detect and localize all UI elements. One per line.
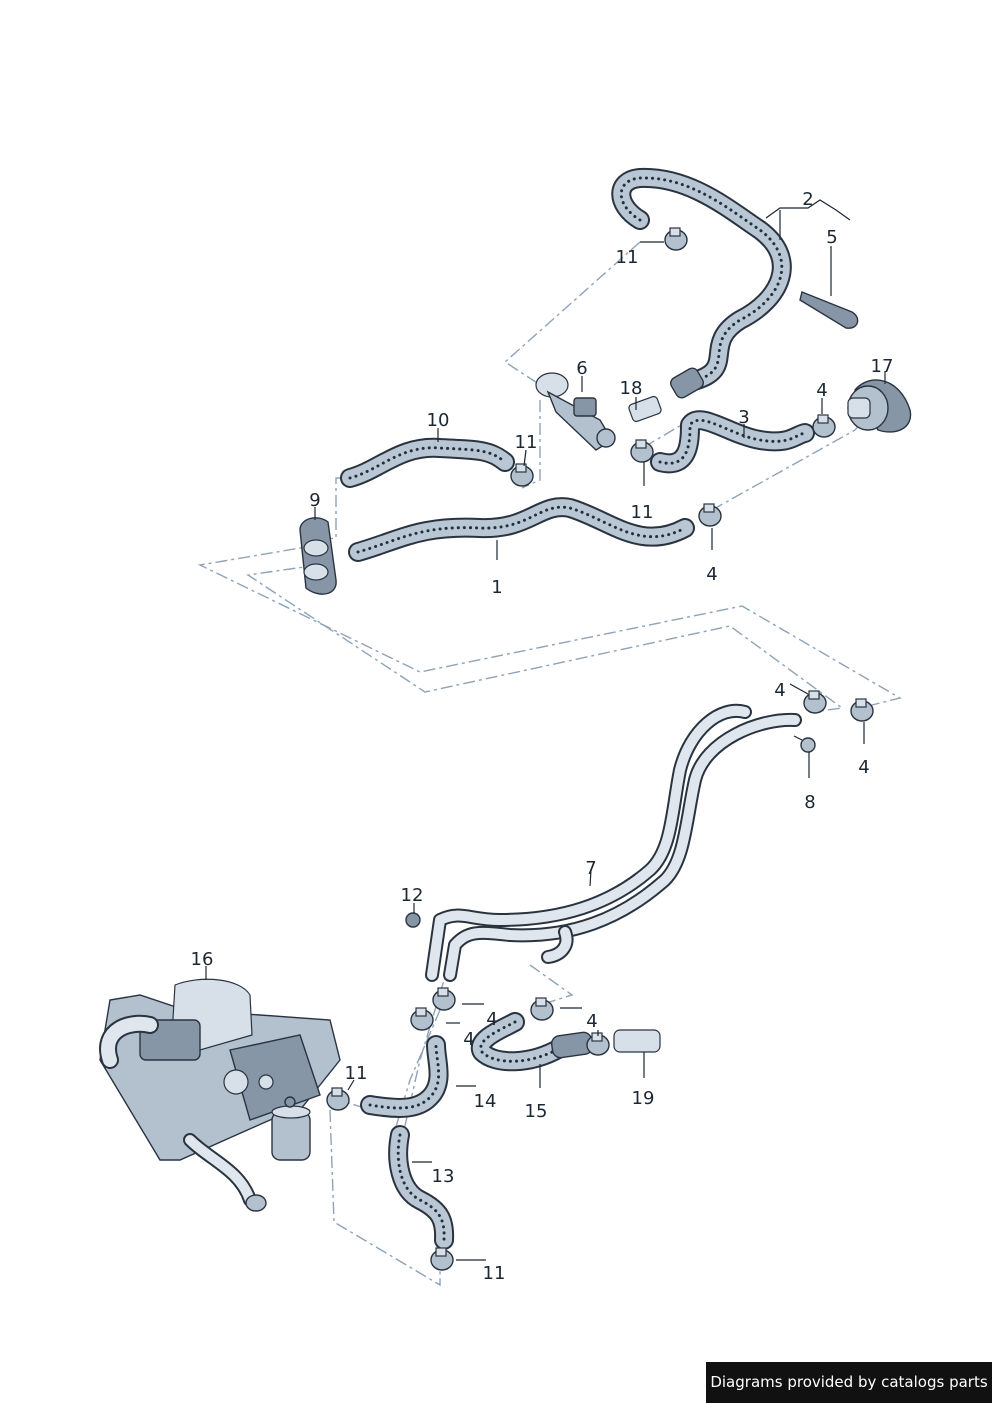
clamp-4-lower-a (432, 987, 456, 1011)
hose-2-fitting (670, 367, 704, 399)
callout-3: 3 (738, 407, 749, 428)
callout-4f: 4 (463, 1029, 474, 1050)
hose-2 (611, 167, 792, 392)
leader-lines (205, 199, 886, 1261)
nut-12 (405, 912, 421, 928)
hose-3 (650, 410, 815, 474)
callout-10: 10 (427, 410, 450, 431)
callout-12: 12 (401, 885, 424, 906)
clamp-4-pipe-right (850, 698, 874, 722)
callout-4a: 4 (816, 380, 827, 401)
callout-11e: 11 (483, 1263, 506, 1284)
callout-labels: 1 2 3 4 4 4 4 4 4 4 5 6 7 8 9 10 11 11 1… (191, 189, 894, 1284)
callout-5: 5 (826, 227, 837, 248)
hose-1 (348, 497, 695, 562)
callout-2: 2 (802, 189, 813, 210)
callout-16: 16 (191, 949, 214, 970)
heater-unit-16 (99, 978, 341, 1212)
hose-14 (360, 1035, 449, 1118)
callout-7: 7 (585, 858, 596, 879)
clamp-4-lower-d (586, 1032, 610, 1056)
callout-11d: 11 (345, 1063, 368, 1084)
callout-8: 8 (804, 792, 815, 813)
clamp-11-hose3 (630, 439, 654, 463)
callout-4g: 4 (586, 1011, 597, 1032)
callout-18: 18 (620, 378, 643, 399)
bolt-8 (793, 735, 816, 753)
connector-18 (628, 395, 662, 423)
clamp-4-lower-b (410, 1007, 434, 1031)
grommet-plate-9 (299, 517, 337, 595)
clamp-11-hose10 (510, 463, 534, 487)
hose-13 (388, 1125, 455, 1250)
credit-text: Diagrams provided by catalogs parts (710, 1373, 988, 1391)
clamp-4-hose1 (698, 503, 722, 527)
callout-11a: 11 (616, 247, 639, 268)
clamp-4-hose3 (812, 414, 836, 438)
callout-4c: 4 (774, 680, 785, 701)
credit-banner: Diagrams provided by catalogs parts (706, 1362, 992, 1403)
clamp-4-pipe-left (803, 690, 827, 714)
callout-4d: 4 (858, 757, 869, 778)
callout-6: 6 (576, 358, 587, 379)
pipe-7 (425, 703, 802, 982)
callout-19: 19 (632, 1088, 655, 1109)
hose-15 (471, 1012, 594, 1072)
callout-4e: 4 (486, 1009, 497, 1030)
grommet-17 (847, 379, 912, 433)
callout-13: 13 (432, 1166, 455, 1187)
callout-9: 9 (309, 490, 320, 511)
callout-4b: 4 (706, 564, 717, 585)
connector-19 (613, 1029, 661, 1053)
callout-11b: 11 (515, 432, 538, 453)
valve-6 (535, 372, 616, 451)
cover-strip-5 (799, 291, 859, 329)
callout-1: 1 (491, 577, 502, 598)
callout-14: 14 (474, 1091, 497, 1112)
callout-15: 15 (525, 1101, 548, 1122)
callout-11c: 11 (631, 502, 654, 523)
clamp-11-bottom (430, 1247, 454, 1271)
clamp-11-top (664, 227, 688, 251)
clamp-11-heater (326, 1087, 350, 1111)
clamp-4-lower-c (530, 997, 554, 1021)
callout-17: 17 (871, 356, 894, 377)
hose-10 (340, 437, 515, 488)
